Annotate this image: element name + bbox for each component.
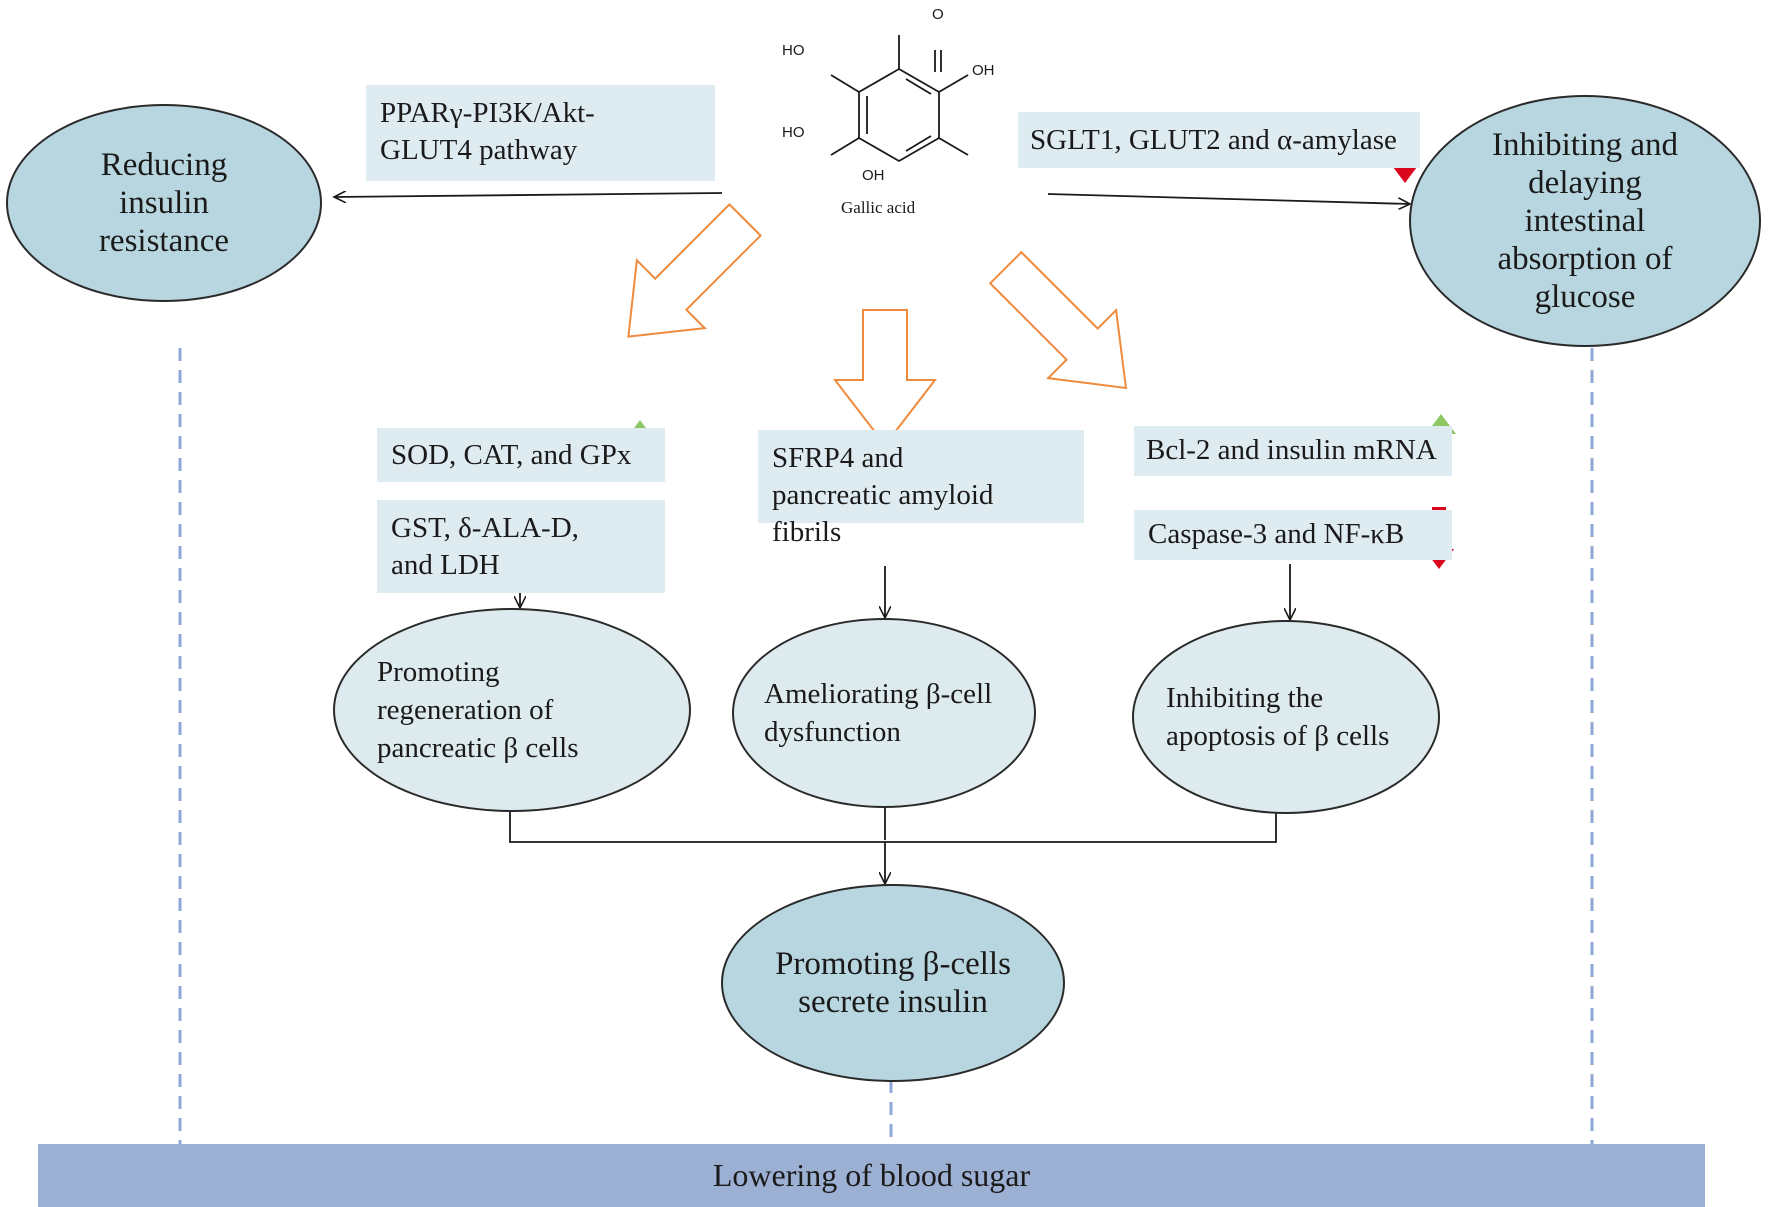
box-bcl2-label: Bcl-2 and insulin mRNA [1146, 434, 1437, 466]
box-bcl2-insulin-mrna: Bcl-2 and insulin mRNA [1134, 426, 1452, 476]
box-ppar-label: PPARγ-PI3K/Akt-GLUT4 pathway [380, 97, 595, 166]
box-sod-cat-gpx: SOD, CAT, and GPx [377, 428, 665, 482]
ellipse-intestinal-absorption: Inhibiting and delaying intestinal absor… [1409, 95, 1761, 347]
merge-bracket [509, 806, 1277, 843]
lowering-blood-sugar-bar: Lowering of blood sugar [38, 1144, 1705, 1207]
ellipse-secrete-insulin: Promoting β-cells secrete insulin [721, 884, 1065, 1082]
bottom-bar-label: Lowering of blood sugar [712, 1157, 1031, 1193]
ellipse-regeneration-label: Promoting regeneration of pancreatic β c… [377, 656, 579, 764]
box-sfrp4: SFRP4 and pancreatic amyloid fibrils [758, 430, 1084, 548]
atom-o-carbonyl: O [932, 6, 944, 23]
atom-oh-bottom: OH [862, 167, 885, 184]
box-sfrp4-label: SFRP4 and pancreatic amyloid fibrils [772, 442, 994, 548]
atom-ho-middle: HO [782, 124, 805, 141]
ellipse-inhibiting-apoptosis: Inhibiting the apoptosis of β cells [1132, 620, 1440, 814]
ellipse-intestinal-label: Inhibiting and delaying intestinal absor… [1491, 127, 1679, 315]
gallic-acid-structure [830, 35, 969, 163]
ellipse-apoptosis-label: Inhibiting the apoptosis of β cells [1166, 682, 1390, 752]
hollow-arrow-right [988, 250, 1128, 390]
hollow-arrow-left [627, 202, 763, 338]
ellipse-reducing-insulin-resistance: Reducing insulin resistance [6, 104, 322, 302]
box-caspase-nfkb: Caspase-3 and NF-κB [1134, 510, 1452, 560]
box-sglt1: SGLT1, GLUT2 and α-amylase [1018, 112, 1420, 168]
ellipse-ameliorating-dysfunction: Ameliorating β-cell dysfunction [732, 618, 1036, 808]
ellipse-insulin-resistance-label: Reducing insulin resistance [98, 147, 230, 259]
hollow-arrow-center [832, 309, 938, 447]
box-caspase-label: Caspase-3 and NF-κB [1148, 518, 1405, 550]
ellipse-promoting-regeneration: Promoting regeneration of pancreatic β c… [333, 608, 691, 812]
gallic-acid-label: Gallic acid [841, 198, 916, 217]
box-ppar-pathway: PPARγ-PI3K/Akt-GLUT4 pathway [366, 85, 715, 181]
box-sglt1-label: SGLT1, GLUT2 and α-amylase [1030, 124, 1397, 156]
box-sod-label: SOD, CAT, and GPx [391, 439, 632, 471]
ellipse-dysfunction-label: Ameliorating β-cell dysfunction [764, 678, 993, 748]
arrow-to-intestinal [1047, 193, 1410, 204]
ellipse-secrete-label: Promoting β-cells secrete insulin [775, 946, 1011, 1020]
atom-ho-top: HO [782, 42, 805, 59]
box-gst-ala-ldh: GST, δ-ALA-D, and LDH [377, 500, 665, 593]
arrow-to-insulin-resistance [334, 193, 723, 197]
atom-oh-acid: OH [972, 62, 995, 79]
box-gst-label: GST, δ-ALA-D, and LDH [391, 512, 579, 581]
